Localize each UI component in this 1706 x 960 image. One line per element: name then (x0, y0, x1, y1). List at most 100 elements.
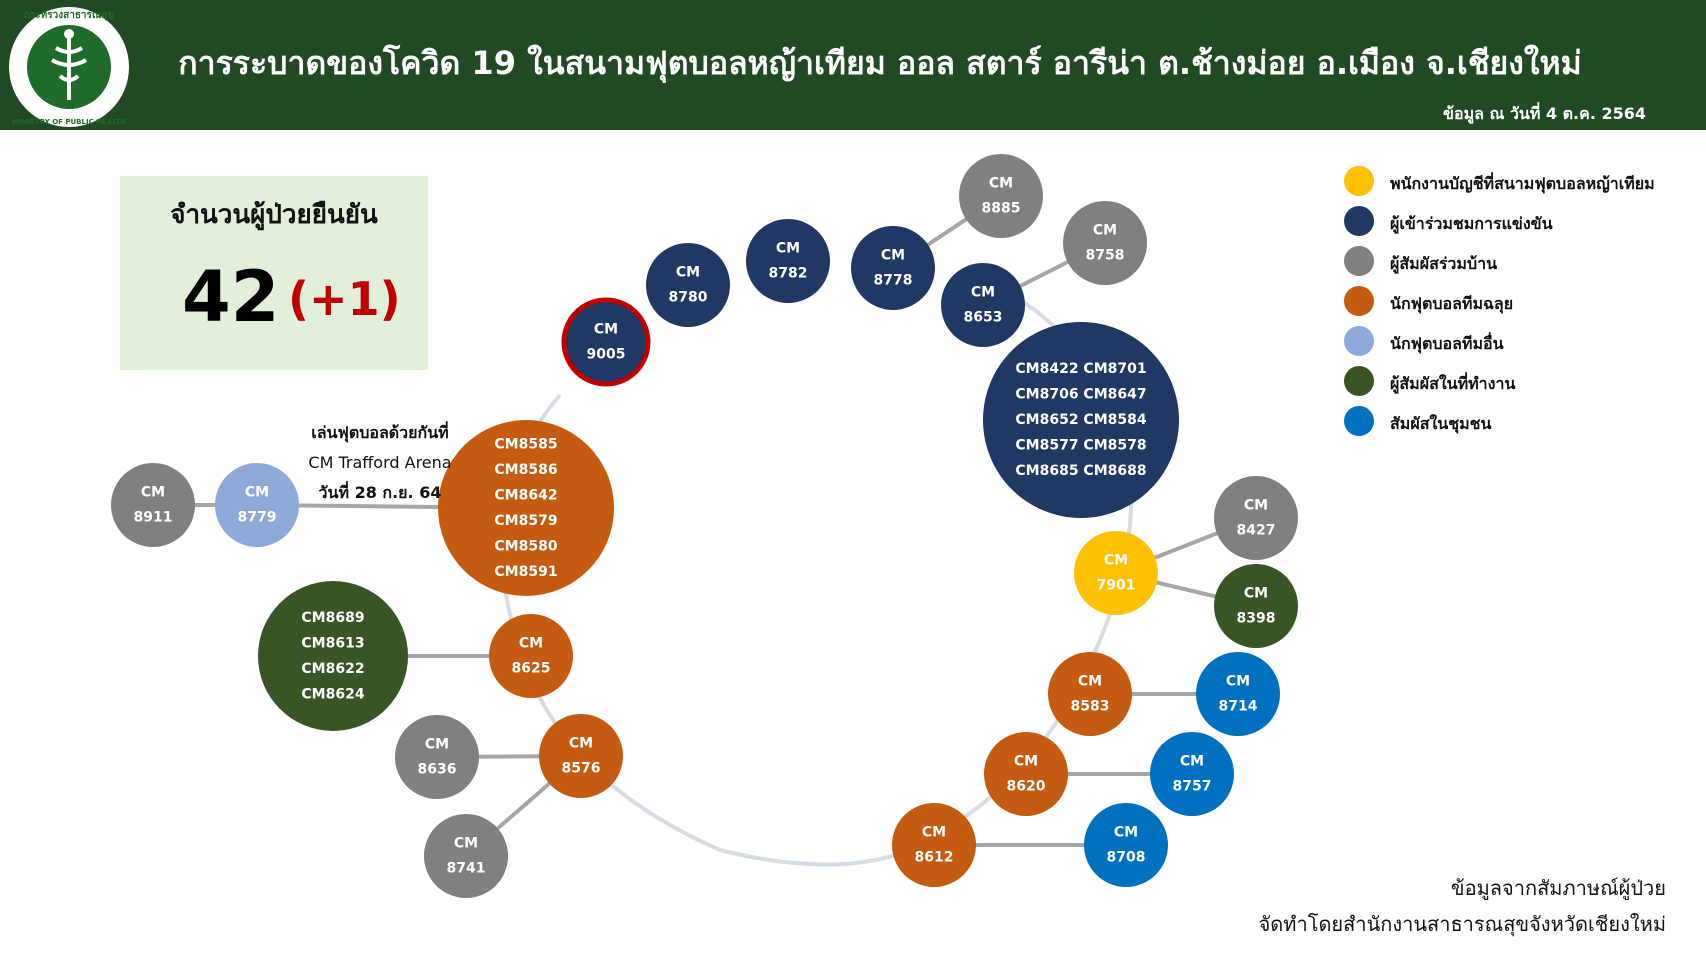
case-node: CM 8741 (424, 814, 508, 898)
legend-label: ผู้สัมผัสในที่ทำงาน (1390, 374, 1516, 393)
case-circle (1084, 803, 1168, 887)
case-label: CM (1104, 553, 1128, 569)
source-line1: ข้อมูลจากสัมภาษณ์ผู้ป่วย (1450, 876, 1666, 900)
case-label: CM8622 (301, 661, 364, 677)
logo-text-bottom: MINISTRY OF PUBLIC HEALTH (12, 118, 126, 126)
case-label: CM (1014, 754, 1038, 770)
case-circle (395, 715, 479, 799)
legend-swatch (1344, 326, 1374, 356)
ministry-logo: กระทรวงสาธารณสุข MINISTRY OF PUBLIC HEAL… (9, 7, 129, 127)
legend-label: ผู้เข้าร่วมชมการแข่งขัน (1390, 214, 1553, 233)
case-label: CM (569, 736, 593, 752)
case-circle (438, 420, 614, 596)
case-label: 8741 (447, 861, 486, 877)
page-title: การระบาดของโควิด 19 ในสนามฟุตบอลหญ้าเทีย… (178, 44, 1582, 82)
case-circle (258, 581, 408, 731)
case-label: CM8624 (301, 686, 364, 702)
case-label: 7901 (1097, 578, 1136, 594)
case-label: CM (245, 485, 269, 501)
legend-label: นักฟุตบอลทีมฉลุย (1390, 294, 1514, 313)
venue-note-line3: วันที่ 28 ก.ย. 64 (318, 483, 442, 502)
source-line2: จัดทำโดยสำนักงานสาธารณสุขจังหวัดเชียงใหม… (1258, 912, 1666, 936)
legend-swatch (1344, 206, 1374, 236)
legend-swatch (1344, 366, 1374, 396)
case-circle (892, 803, 976, 887)
venue-note: เล่นฟุตบอลด้วยกันที่ CM Trafford Arena ว… (280, 418, 480, 508)
confirmed-count-value: 42 (182, 256, 280, 338)
case-label: CM8689 (301, 610, 364, 626)
case-label: 8757 (1173, 779, 1212, 795)
case-label: CM (989, 176, 1013, 192)
case-circle (1074, 531, 1158, 615)
case-label: CM (971, 285, 995, 301)
case-circle (746, 219, 830, 303)
case-label: CM (141, 485, 165, 501)
source-note: ข้อมูลจากสัมภาษณ์ผู้ป่วย จัดทำโดยสำนักงา… (1259, 870, 1666, 942)
venue-note-line2: CM Trafford Arena (308, 453, 452, 472)
case-label: 8398 (1237, 611, 1276, 627)
legend-label: นักฟุตบอลทีมอื่น (1390, 334, 1504, 353)
case-label: 8782 (769, 266, 808, 282)
case-label: 8583 (1071, 699, 1110, 715)
case-label: 8714 (1219, 699, 1258, 715)
case-label: CM8652 CM8584 (1015, 412, 1146, 428)
case-label: CM8613 (301, 635, 364, 651)
case-label: 8576 (562, 761, 601, 777)
data-date: ข้อมูล ณ วันที่ 4 ต.ค. 2564 (1443, 104, 1646, 123)
case-label: CM8591 (494, 564, 557, 580)
case-circle (1048, 652, 1132, 736)
case-label: CM (676, 265, 700, 281)
case-label: CM (881, 248, 905, 264)
new-case-delta: (+1) (288, 272, 401, 326)
case-label: CM (594, 322, 618, 338)
case-label: CM (454, 836, 478, 852)
legend-swatch (1344, 406, 1374, 436)
case-node: CM 8911 (111, 463, 195, 547)
legend-swatch (1344, 246, 1374, 276)
case-label: CM8685 CM8688 (1015, 463, 1146, 479)
case-circle (1196, 652, 1280, 736)
case-label: 8885 (982, 201, 1021, 217)
confirmed-count-label: จำนวนผู้ป่วยยืนยัน (170, 200, 378, 230)
case-circle (983, 322, 1179, 518)
case-label: 8427 (1237, 523, 1276, 539)
case-circle (1150, 732, 1234, 816)
case-label: 8911 (134, 510, 173, 526)
header-bar: กระทรวงสาธารณสุข MINISTRY OF PUBLIC HEAL… (0, 0, 1706, 130)
case-label: CM (519, 636, 543, 652)
case-circle (539, 714, 623, 798)
case-label: CM8579 (494, 513, 557, 529)
case-label: CM (1093, 223, 1117, 239)
case-label: 8653 (964, 310, 1003, 326)
case-label: 8708 (1107, 850, 1146, 866)
case-circle (1214, 476, 1298, 560)
case-circle (646, 243, 730, 327)
legend-label: พนักงานบัญชีที่สนามฟุตบอลหญ้าเทียม (1390, 174, 1655, 193)
case-node: CM 7901 (1074, 531, 1158, 615)
legend-label: ผู้สัมผัสร่วมบ้าน (1390, 254, 1498, 273)
logo-text-top: กระทรวงสาธารณสุข (24, 10, 114, 21)
case-label: CM8706 CM8647 (1015, 387, 1146, 403)
case-label: CM (776, 241, 800, 257)
case-label: CM8642 (494, 487, 557, 503)
case-node: CM 8782 (746, 219, 830, 303)
case-label: CM8577 CM8578 (1015, 438, 1146, 454)
case-circle (489, 614, 573, 698)
case-label: 8612 (915, 850, 954, 866)
case-node: CM 8653 (941, 263, 1025, 347)
